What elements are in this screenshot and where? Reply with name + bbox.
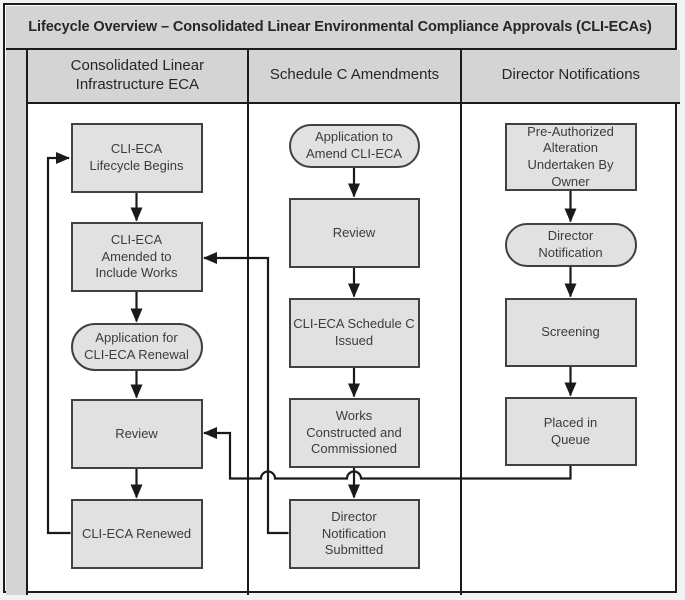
node-director-notification-submitted: Director Notification Submitted [288, 499, 420, 569]
title-bar: Lifecycle Overview – Consolidated Linear… [5, 5, 675, 50]
node-screening: Screening [504, 298, 637, 367]
node-review-infrastructure-eca: Review [70, 399, 203, 469]
column-divider-2 [459, 50, 463, 595]
column-header-director-notifications: Director Notifications [462, 50, 680, 104]
diagram-title: Lifecycle Overview – Consolidated Linear… [28, 18, 652, 35]
column-header-consolidated-linear-infrastructure-eca: Consolidated Linear Infrastructure ECA [28, 50, 247, 104]
column-header-schedule-c-amendments: Schedule C Amendments [249, 50, 460, 104]
node-director-notification: Director Notification [504, 223, 637, 267]
node-placed-in-queue: Placed in Queue [504, 397, 637, 466]
node-application-to-amend-cli-eca: Application to Amend CLI-ECA [288, 124, 420, 168]
node-cli-eca-schedule-c-issued: CLI-ECA Schedule C Issued [288, 298, 420, 368]
node-cli-eca-lifecycle-begins: CLI-ECA Lifecycle Begins [70, 123, 203, 193]
column-divider-1 [246, 50, 250, 595]
node-cli-eca-amended-to-include-works: CLI-ECA Amended to Include Works [70, 222, 203, 292]
left-margin-strip [5, 50, 28, 595]
node-cli-eca-renewed: CLI-ECA Renewed [70, 499, 203, 569]
node-pre-authorized-alteration-undertaken-by-owner: Pre-Authorized Alteration Undertaken By … [504, 123, 637, 191]
node-application-for-cli-eca-renewal: Application for CLI-ECA Renewal [70, 323, 203, 371]
node-review-schedule-c: Review [288, 198, 420, 268]
node-works-constructed-and-commissioned: Works Constructed and Commissioned [288, 398, 420, 468]
